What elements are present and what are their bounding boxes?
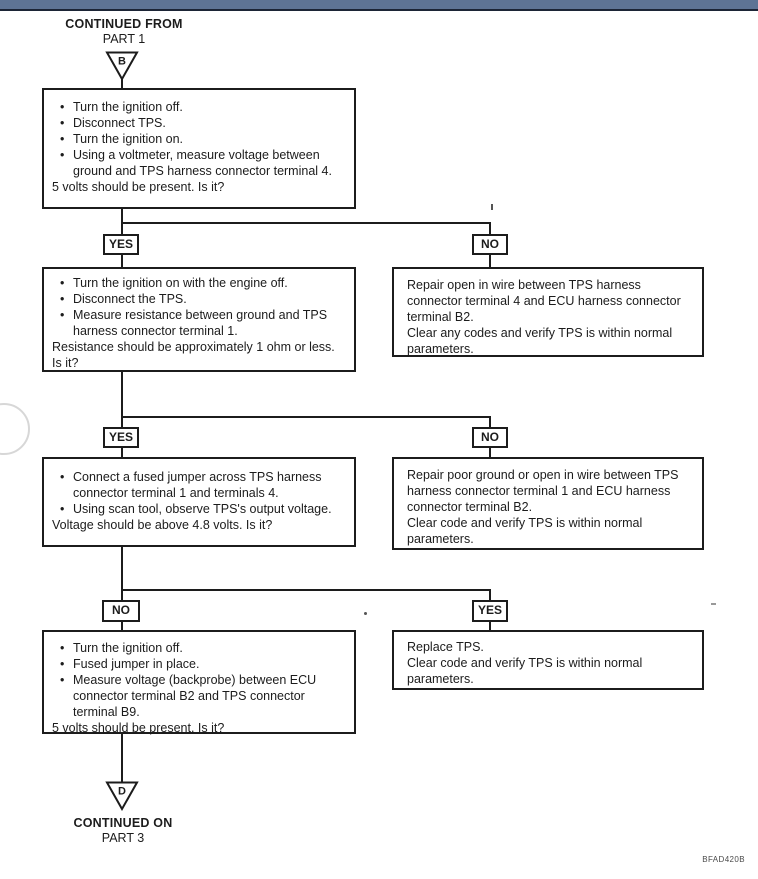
step3-line: connector terminal 1 and terminals 4. [73,486,279,500]
flow-line [121,79,123,89]
flow-line [121,222,491,224]
connector-letter: D [118,786,126,798]
offpage-connector-b-icon: B [105,51,139,81]
flow-line [489,416,491,428]
flow-line [121,222,123,235]
flow-line [489,254,491,268]
decision3-no-label: NO [102,600,140,622]
result-box-1: Repair open in wire between TPS harness … [392,267,704,357]
flow-line [121,546,123,591]
decision1-no-label: NO [472,234,508,255]
decision1-yes-label: YES [103,234,139,255]
step4-question: 5 volts should be present. Is it? [52,721,225,735]
result1-line: parameters. [407,342,474,356]
result2-line: parameters. [407,532,474,546]
step2-line: harness connector terminal 1. [73,324,238,338]
result2-line: connector terminal B2. [407,500,533,514]
result-box-3: Replace TPS. Clear code and verify TPS i… [392,630,704,690]
scan-artifact-circle [0,403,30,455]
step4-line: terminal B9. [73,705,140,719]
result1-line: connector terminal 4 and ECU harness con… [407,294,681,308]
flow-line [121,416,491,418]
entry-title: CONTINUED FROM [65,17,183,31]
step2-line: Resistance should be approximately 1 ohm… [52,340,335,354]
step4-line: Measure voltage (backprobe) between ECU [44,672,354,688]
result2-line: Repair poor ground or open in wire betwe… [407,468,679,482]
result3-line: parameters. [407,672,474,686]
step2-question: Is it? [52,356,79,370]
decision3-yes-label: YES [472,600,508,622]
step3-line: Connect a fused jumper across TPS harnes… [44,469,354,485]
step4-line: connector terminal B2 and TPS connector [73,689,305,703]
step1-line: Disconnect TPS. [44,115,354,131]
step-box-2: Turn the ignition on with the engine off… [42,267,356,372]
flow-line [121,208,123,224]
flow-line [121,447,123,458]
step4-line: Turn the ignition off. [44,640,354,656]
result1-line: Clear any codes and verify TPS is within… [407,326,673,340]
step1-line: Turn the ignition on. [44,131,354,147]
step1-line: ground and TPS harness connector termina… [73,164,332,178]
step2-line: Measure resistance between ground and TP… [44,307,354,323]
step4-line: Fused jumper in place. [44,656,354,672]
flow-line [489,222,491,235]
exit-title: CONTINUED ON [73,816,173,830]
step1-question: 5 volts should be present. Is it? [52,180,225,194]
step2-line: Turn the ignition on with the engine off… [44,275,354,291]
decision2-no-label: NO [472,427,508,448]
step1-line: Turn the ignition off. [44,99,354,115]
flow-line [121,416,123,428]
scan-speck [364,612,367,615]
connector-letter: B [118,56,126,68]
flow-line [121,621,123,631]
step-box-3: Connect a fused jumper across TPS harnes… [42,457,356,547]
entry-subtitle: PART 1 [102,32,146,46]
decision2-yes-label: YES [103,427,139,448]
scan-speck [711,603,716,605]
flow-line [121,589,123,601]
step1-line: Using a voltmeter, measure voltage betwe… [44,147,354,163]
flow-line [121,254,123,268]
result1-line: Repair open in wire between TPS harness [407,278,641,292]
flow-line [489,621,491,631]
result1-line: terminal B2. [407,310,474,324]
exit-subtitle: PART 3 [101,831,145,845]
flow-line [121,733,123,783]
window-top-bar [0,0,758,11]
result-box-2: Repair poor ground or open in wire betwe… [392,457,704,550]
step-box-4: Turn the ignition off. Fused jumper in p… [42,630,356,735]
result3-line: Clear code and verify TPS is within norm… [407,656,643,670]
result2-line: Clear code and verify TPS is within norm… [407,516,643,530]
step2-line: Disconnect the TPS. [44,291,354,307]
step3-line: Using scan tool, observe TPS's output vo… [44,501,354,517]
document-code: BFAD420B [702,855,745,864]
step3-question: Voltage should be above 4.8 volts. Is it… [52,518,273,532]
offpage-connector-d-icon: D [105,781,139,811]
flow-line [489,589,491,601]
flow-line [121,589,491,591]
scan-speck [491,204,493,210]
result3-line: Replace TPS. [407,640,484,654]
flow-line [121,371,123,418]
step-box-1: Turn the ignition off. Disconnect TPS. T… [42,88,356,209]
result2-line: harness connector terminal 1 and ECU har… [407,484,671,498]
flow-line [489,447,491,458]
